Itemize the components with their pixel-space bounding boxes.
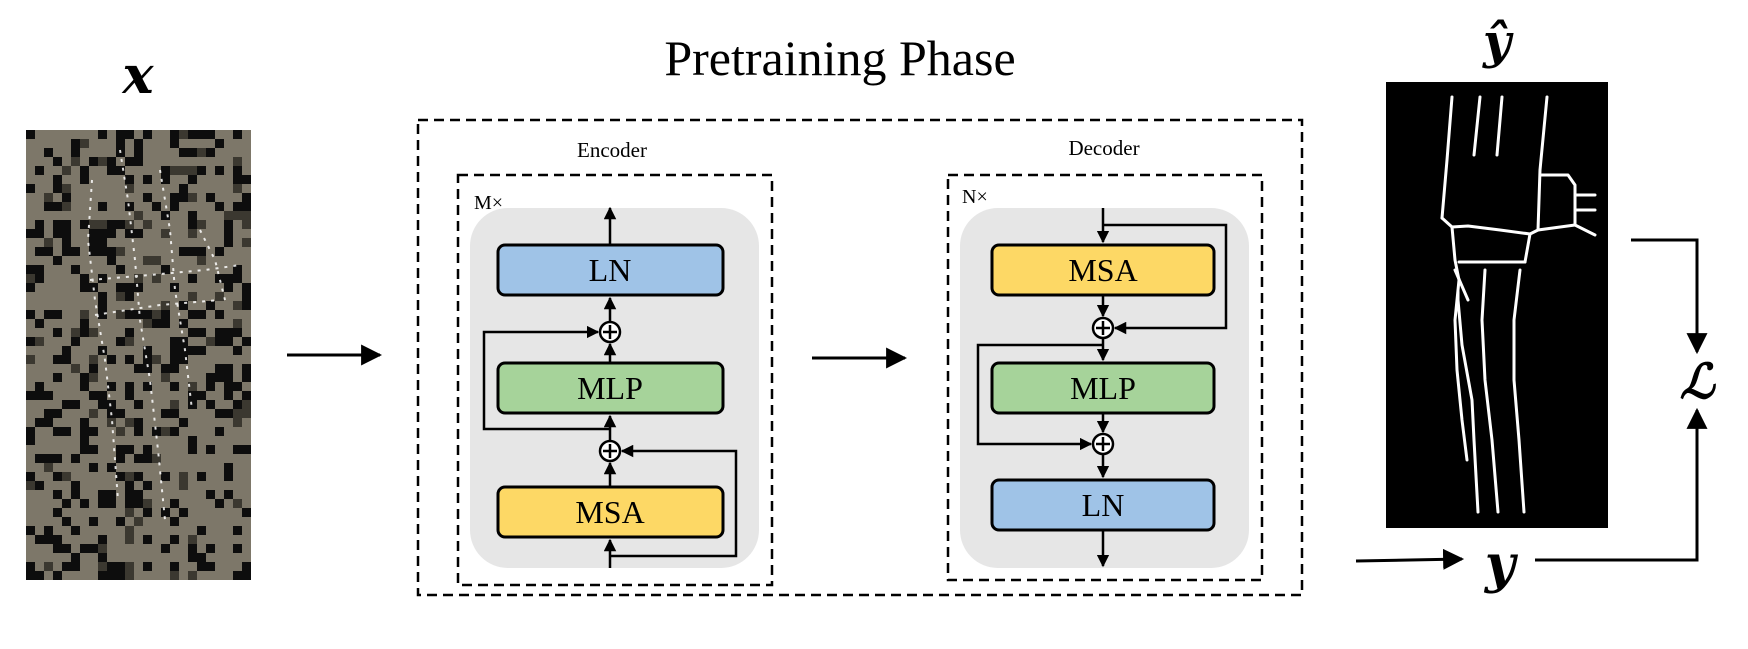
input-road-traces	[86, 149, 241, 521]
encoder-container	[456, 173, 774, 587]
decoder-mlp-label: MLP	[1070, 370, 1136, 406]
encoder-flow-arrows	[482, 206, 738, 568]
decoder-container	[946, 173, 1264, 582]
encoder-add-node-bottom	[598, 439, 622, 463]
model-container	[416, 118, 1304, 597]
prediction-symbol: ŷ	[1482, 14, 1514, 70]
decoder-flow-arrows	[976, 208, 1228, 568]
encoder-msa-label: MSA	[575, 494, 644, 530]
encoder-ln-label: LN	[589, 252, 632, 288]
decoder-add-node-top	[1091, 316, 1115, 340]
decoder-ln-label: LN	[1082, 487, 1125, 523]
loss-symbol: ℒ	[1680, 354, 1717, 410]
decoder-add-node-bottom	[1091, 432, 1115, 456]
encoder-label: Encoder	[577, 138, 647, 162]
decoder-label: Decoder	[1068, 136, 1139, 160]
prediction-image	[1386, 82, 1608, 528]
input-image	[26, 130, 251, 580]
encoder-repeat-label: M×	[474, 192, 503, 214]
input-symbol: x	[121, 45, 154, 106]
decoder-msa-label: MSA	[1068, 252, 1137, 288]
loss-flow-arrows	[1355, 238, 1708, 570]
encoder-mlp-label: MLP	[577, 370, 643, 406]
prediction-road-lines	[1440, 95, 1597, 514]
page-title: Pretraining Phase	[664, 30, 1015, 86]
target-symbol: y	[1484, 534, 1519, 595]
decoder-repeat-label: N×	[962, 186, 988, 208]
encoder-add-node-top	[598, 320, 622, 344]
input-noise-pattern	[26, 130, 251, 580]
